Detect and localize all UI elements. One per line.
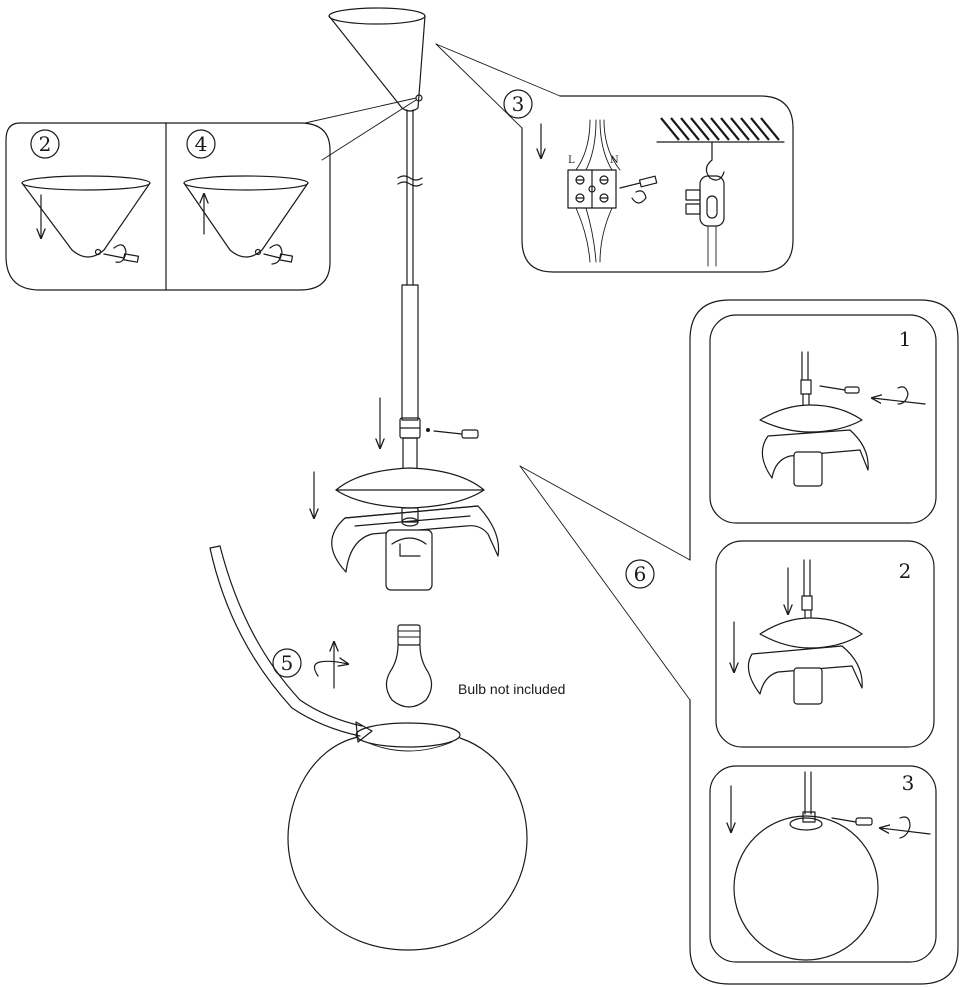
shade-plate bbox=[335, 467, 485, 509]
sub-step-3-number: 3 bbox=[902, 771, 915, 795]
step-5-bulb: 5 Bulb not included bbox=[272, 624, 565, 708]
globe-shade bbox=[287, 722, 528, 951]
sub-step-1-number: 1 bbox=[899, 327, 912, 351]
canopy-steps-panel: 2 4 bbox=[5, 122, 331, 291]
curved-arrow-icon bbox=[209, 545, 373, 743]
detail-panel-2: 2 bbox=[715, 540, 935, 748]
light-bulb-icon bbox=[385, 624, 433, 708]
sub-step-2-number: 2 bbox=[899, 559, 912, 583]
screw-icon bbox=[254, 248, 294, 263]
step-6-number: 6 bbox=[634, 562, 647, 586]
bulb-socket bbox=[385, 529, 433, 591]
suspension-cord bbox=[397, 109, 423, 475]
step-3-number: 3 bbox=[512, 92, 525, 116]
terminal-live-label: L bbox=[568, 155, 575, 166]
mounting-bracket bbox=[331, 505, 500, 573]
rotate-icon bbox=[631, 190, 647, 204]
screw-icon bbox=[94, 248, 140, 263]
bulb-not-included-note: Bulb not included bbox=[458, 681, 565, 697]
set-screw bbox=[426, 428, 479, 439]
rotate-icon bbox=[269, 244, 283, 265]
step-5-number: 5 bbox=[281, 651, 294, 675]
ceiling-hook-detail bbox=[656, 117, 785, 267]
detail-panel-1: 1 bbox=[709, 314, 937, 524]
step-4-number: 4 bbox=[195, 132, 208, 156]
terminal-block: L N bbox=[567, 119, 658, 263]
step-4-canopy-raise: 4 bbox=[183, 129, 309, 265]
terminal-neutral-label: N bbox=[610, 155, 619, 166]
rotate-icon bbox=[113, 244, 127, 263]
wiring-step-panel: 3 L N bbox=[503, 89, 794, 273]
screwdriver-icon bbox=[619, 175, 658, 189]
step-2-canopy-lower: 2 bbox=[21, 129, 151, 263]
step-6-callout: 6 bbox=[519, 299, 959, 985]
step-2-number: 2 bbox=[39, 132, 52, 156]
ceiling-canopy bbox=[328, 7, 426, 112]
rotate-icon bbox=[313, 661, 348, 677]
detail-panel-3: 3 bbox=[709, 765, 937, 963]
